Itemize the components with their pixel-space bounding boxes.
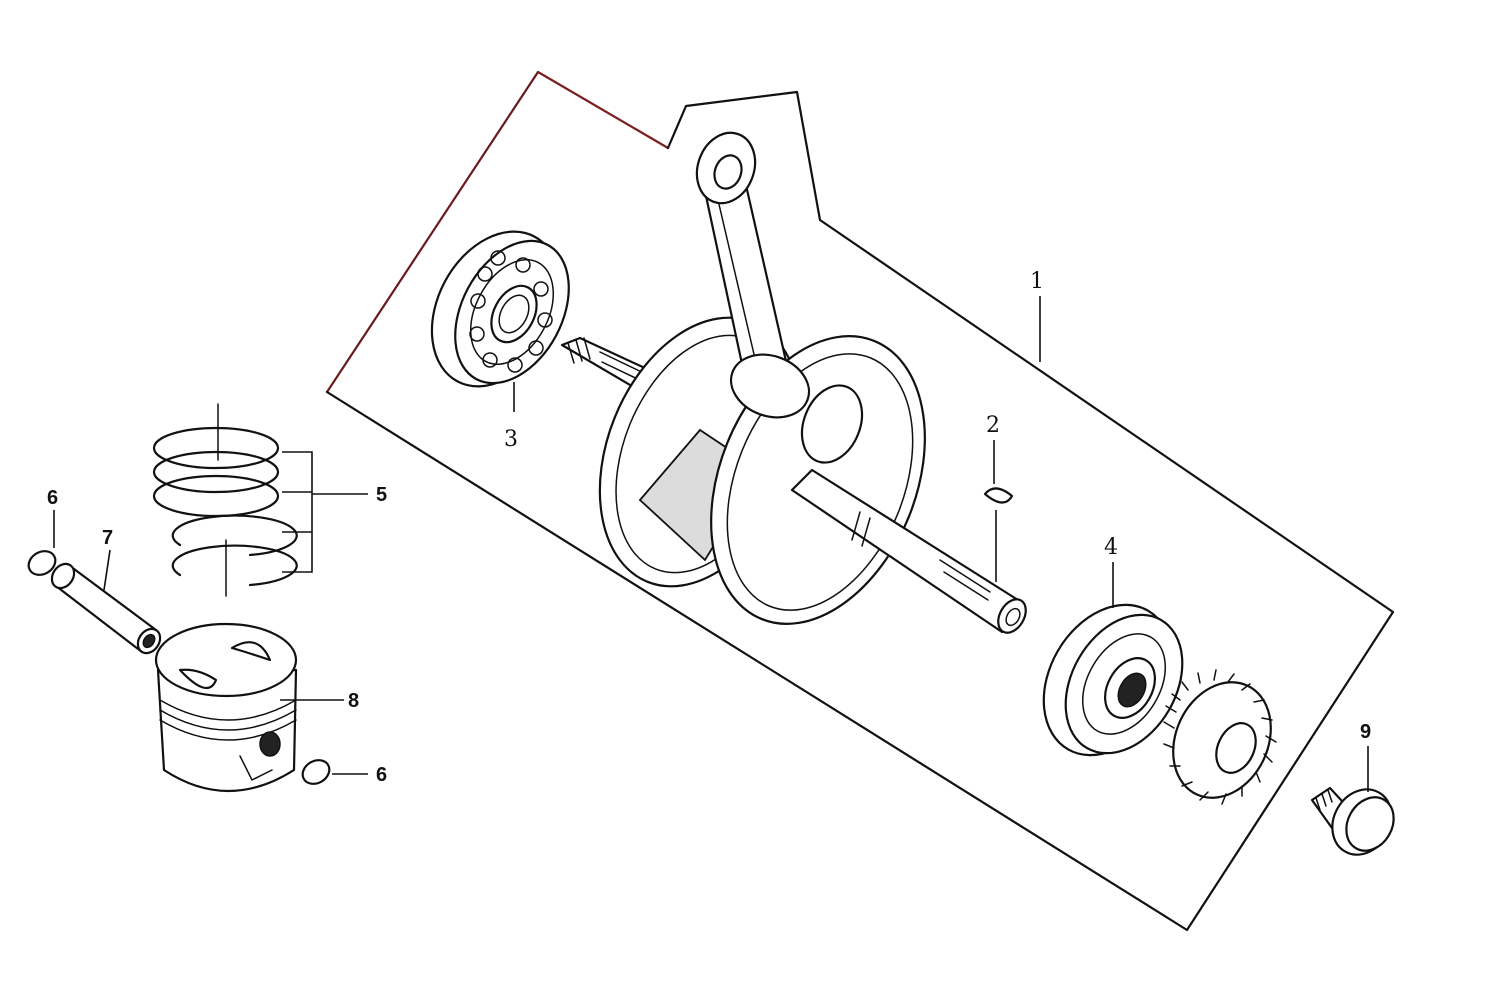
piston-rings	[152, 403, 298, 597]
flange-bolt	[1310, 786, 1395, 856]
callout-9: 9	[1360, 721, 1371, 743]
callout-5: 5	[376, 484, 387, 506]
leader-lines	[53, 296, 1369, 792]
crankshaft-assembly-frame	[325, 70, 1395, 932]
callout-6-left: 6	[47, 487, 58, 509]
callout-labels: 1 2 3 4 5 6 6 7 8 9	[47, 269, 1371, 786]
callout-7: 7	[102, 527, 113, 549]
woodruff-key	[983, 487, 1014, 504]
left-ball-bearing	[430, 230, 570, 388]
callout-3: 3	[504, 427, 518, 452]
piston-pin	[50, 562, 162, 655]
callout-2: 2	[986, 413, 1000, 438]
callout-4: 4	[1104, 535, 1118, 560]
callout-6-right: 6	[376, 764, 387, 786]
callout-8: 8	[348, 690, 359, 712]
timing-gear	[1163, 669, 1277, 805]
circlip-left	[27, 550, 57, 576]
callout-1: 1	[1030, 269, 1044, 294]
crankshaft	[560, 131, 1027, 634]
right-ball-bearing	[1042, 603, 1184, 757]
piston	[154, 622, 298, 792]
circlip-right	[301, 759, 331, 785]
